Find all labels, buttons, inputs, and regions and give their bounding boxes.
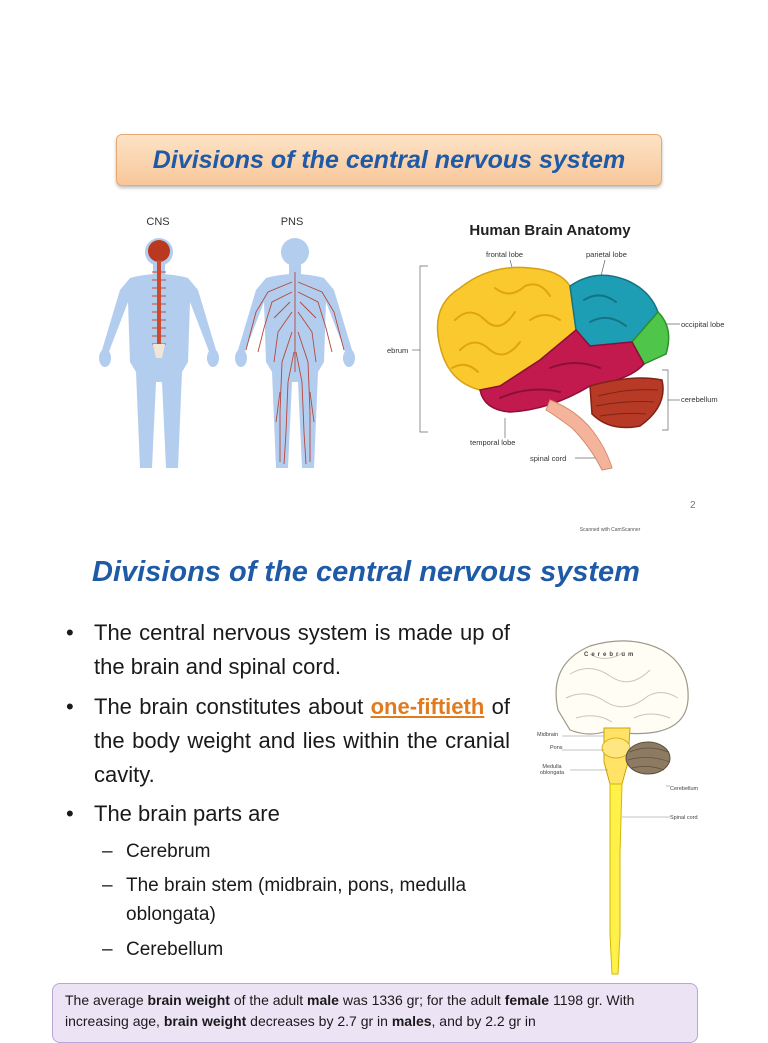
label-temporal-lobe: temporal lobe	[470, 438, 516, 447]
label-cerebrum: ebrum	[387, 346, 409, 355]
dash: –	[102, 875, 113, 896]
bullet-text: The brain constitutes about one-fiftieth…	[94, 690, 510, 792]
note-text: was 1336 gr; for the adult	[338, 992, 505, 1008]
note-bold: males	[391, 1013, 432, 1029]
note-bold: brain weight	[163, 1013, 247, 1029]
slide1-title: Divisions of the central nervous system	[116, 134, 662, 186]
dash: –	[102, 939, 113, 960]
note-text: of the adult	[229, 992, 308, 1008]
sub-item-text: Cerebellum	[126, 939, 224, 960]
label-occipital-lobe: occipital lobe	[681, 320, 725, 329]
label-parietal-lobe: parietal lobe	[586, 250, 627, 259]
figure-label-spinal-cord: Spinal cord	[670, 815, 698, 821]
sub-item-cerebellum: – Cerebellum	[102, 935, 502, 964]
cns-label: CNS	[146, 216, 170, 228]
pns-body-figure	[235, 238, 355, 468]
cns-body-figure	[99, 238, 219, 468]
page-number: 2	[690, 500, 696, 511]
figure-label-cerebellum: Cerebellum	[670, 786, 699, 792]
sub-item-text: The brain stem (midbrain, pons, medulla …	[126, 875, 467, 925]
dash: –	[102, 841, 113, 862]
note-bold: brain weight	[147, 992, 230, 1008]
brain-weight-note: The average brain weight of the adult ma…	[52, 983, 698, 1043]
figure-label-medulla: Medulla oblongata	[539, 764, 565, 776]
bullet-dot: •	[66, 620, 74, 645]
bullet-text-pre: The brain constitutes about	[94, 694, 371, 719]
bullet-text-post: of the body weight and lies within the c…	[94, 694, 511, 787]
slide2-title: Divisions of the central nervous system	[92, 556, 640, 588]
label-frontal-lobe: frontal lobe	[486, 250, 524, 259]
scanner-watermark: Scanned with CamScanner	[579, 527, 641, 533]
note-text: , and by 2.2 gr in	[431, 1013, 536, 1029]
pns-label: PNS	[280, 216, 304, 228]
bullet-brain-weight: • The brain constitutes about one-fiftie…	[66, 690, 510, 792]
bullet-text: The central nervous system is made up of…	[94, 620, 510, 679]
sub-item-text: Cerebrum	[126, 841, 211, 862]
figure-label-midbrain: Midbrain	[537, 732, 559, 738]
label-spinal-cord: spinal cord	[530, 454, 567, 463]
note-bold: female	[504, 992, 550, 1008]
brain-anatomy-title: Human Brain Anatomy	[469, 222, 631, 239]
sub-item-brain-stem: – The brain stem (midbrain, pons, medull…	[102, 871, 472, 929]
figure-label-pons: Pons	[550, 745, 563, 751]
bullet-brain-parts: • The brain parts are	[66, 797, 510, 831]
bullet-cns-definition: • The central nervous system is made up …	[66, 616, 510, 684]
bullet-dot: •	[66, 694, 74, 719]
brain-spinal-cord-figure	[555, 640, 689, 975]
brain-anatomy-diagram	[412, 259, 680, 471]
highlight-one-fiftieth: one-fiftieth	[370, 694, 485, 719]
note-bold: male	[307, 992, 339, 1008]
sub-item-cerebrum: – Cerebrum	[102, 837, 502, 866]
bullet-text: The brain parts are	[94, 801, 280, 826]
note-text: decreases by 2.7 gr in	[246, 1013, 392, 1029]
figure-label-cerebrum: Cerebrum	[584, 652, 637, 658]
label-cerebellum: cerebellum	[681, 395, 718, 404]
bullet-dot: •	[66, 801, 74, 826]
note-text: The average	[65, 992, 148, 1008]
